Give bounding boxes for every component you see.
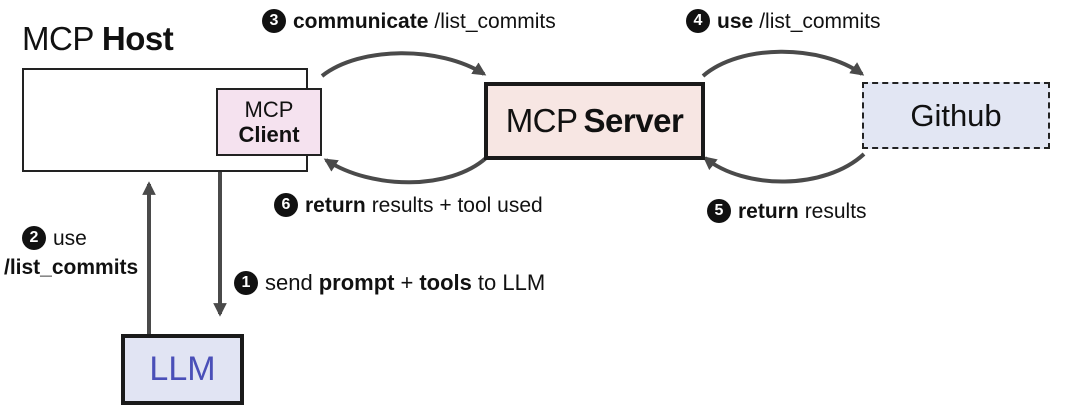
- step2-bold: /list_commits: [4, 256, 139, 279]
- step1-text2: +: [400, 270, 414, 295]
- step3-label: 3 communicate/list_commits: [262, 9, 556, 33]
- step6-bold: return: [305, 193, 366, 217]
- step6-number: 6: [274, 193, 298, 217]
- step4-label: 4 use/list_commits: [686, 9, 881, 33]
- arrow-communicate: [320, 51, 487, 78]
- arrow-return-to-client: [323, 156, 488, 185]
- step3-bold: communicate: [293, 9, 429, 33]
- step4-number: 4: [686, 9, 710, 33]
- step1-bold1: prompt: [318, 270, 395, 295]
- host-title-bold: Host: [101, 20, 174, 57]
- client-line2: Client: [238, 122, 300, 147]
- host-title-normal: MCP: [22, 20, 94, 57]
- server-label-normal: MCP: [505, 102, 578, 139]
- step1-text3: to LLM: [477, 270, 546, 295]
- github-label: Github: [910, 97, 1002, 133]
- step5-number: 5: [707, 199, 731, 223]
- step6-text: results + tool used: [371, 193, 543, 217]
- host-title: MCP Host: [22, 20, 174, 58]
- step2-text: use: [53, 226, 87, 250]
- step4-bold: use: [717, 9, 754, 33]
- step3-number: 3: [262, 9, 286, 33]
- step4-text: /list_commits: [759, 9, 881, 33]
- arrow-return-to-server: [702, 152, 866, 184]
- step2-command: /list_commits: [4, 257, 138, 278]
- step5-text: results: [804, 199, 867, 223]
- step1-bold2: tools: [419, 270, 472, 295]
- server-label-bold: Server: [583, 102, 684, 139]
- client-line1: MCP: [244, 96, 294, 122]
- mcp-client-box: MCP Client: [216, 88, 322, 156]
- step1-number: 1: [234, 271, 258, 295]
- step5-bold: return: [738, 199, 799, 223]
- step3-text: /list_commits: [434, 9, 556, 33]
- step1-text1: send: [265, 270, 313, 295]
- llm-box: LLM: [121, 334, 244, 405]
- llm-label: LLM: [149, 350, 216, 388]
- step2-number: 2: [22, 226, 46, 250]
- arrow-use-github: [701, 49, 865, 78]
- github-box: Github: [862, 82, 1050, 149]
- step2-label: 2 use: [22, 226, 87, 250]
